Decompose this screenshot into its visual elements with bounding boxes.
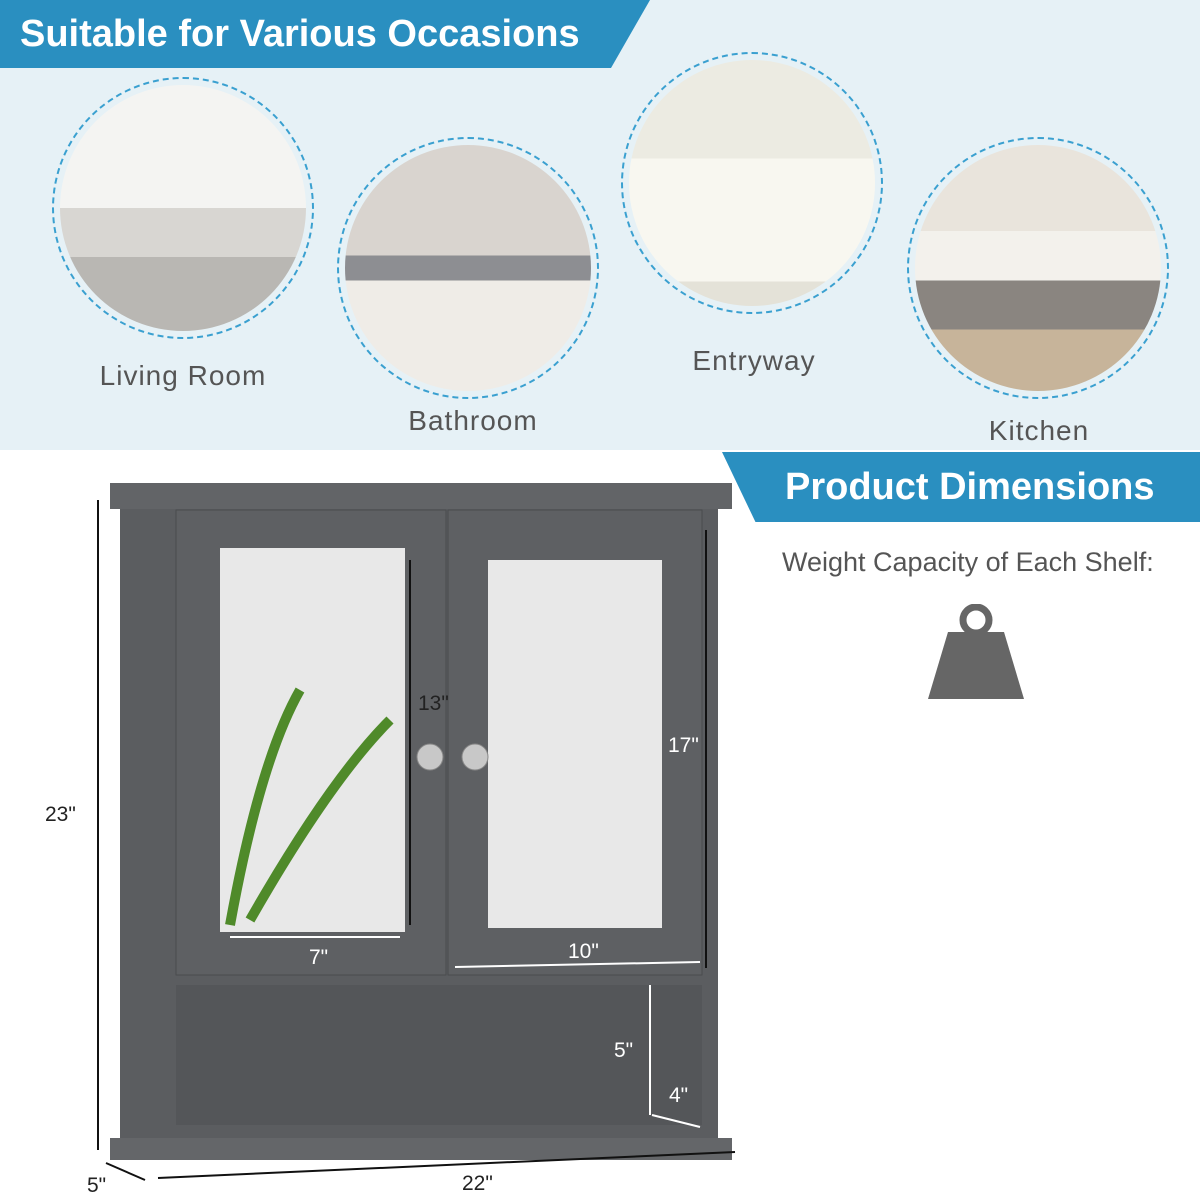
entryway-photo — [621, 52, 883, 314]
bathroom-photo — [337, 137, 599, 399]
kitchen-photo — [907, 137, 1169, 399]
mirror-width-label: 7" — [309, 946, 329, 969]
width-label: 22" — [462, 1172, 493, 1195]
kitchen-label: Kitchen — [988, 415, 1090, 446]
entryway-label: Entryway — [692, 345, 816, 376]
shelf-depth-label: 4" — [669, 1084, 689, 1107]
bathroom-label: Bathroom — [408, 405, 538, 436]
shelf-height-label: 5" — [614, 1039, 634, 1062]
weight-icon: 22 lbs — [926, 603, 1093, 700]
dimensions-banner: Product Dimensions — [722, 452, 1200, 522]
mirror-height-label: 13" — [418, 692, 449, 715]
living-room-photo — [52, 77, 314, 339]
door-width-label: 10" — [568, 940, 599, 963]
weight-capacity-caption: Weight Capacity of Each Shelf: — [782, 547, 1154, 577]
living-room-label: Living Room — [99, 360, 267, 391]
occasions-banner: Suitable for Various Occasions — [0, 0, 650, 68]
weight-value: 22 — [1062, 636, 1090, 663]
weight-unit: lbs — [1058, 666, 1094, 693]
door-height-label: 17" — [668, 734, 699, 757]
depth-label: 5" — [87, 1174, 107, 1197]
height-total-label: 23" — [45, 803, 76, 826]
